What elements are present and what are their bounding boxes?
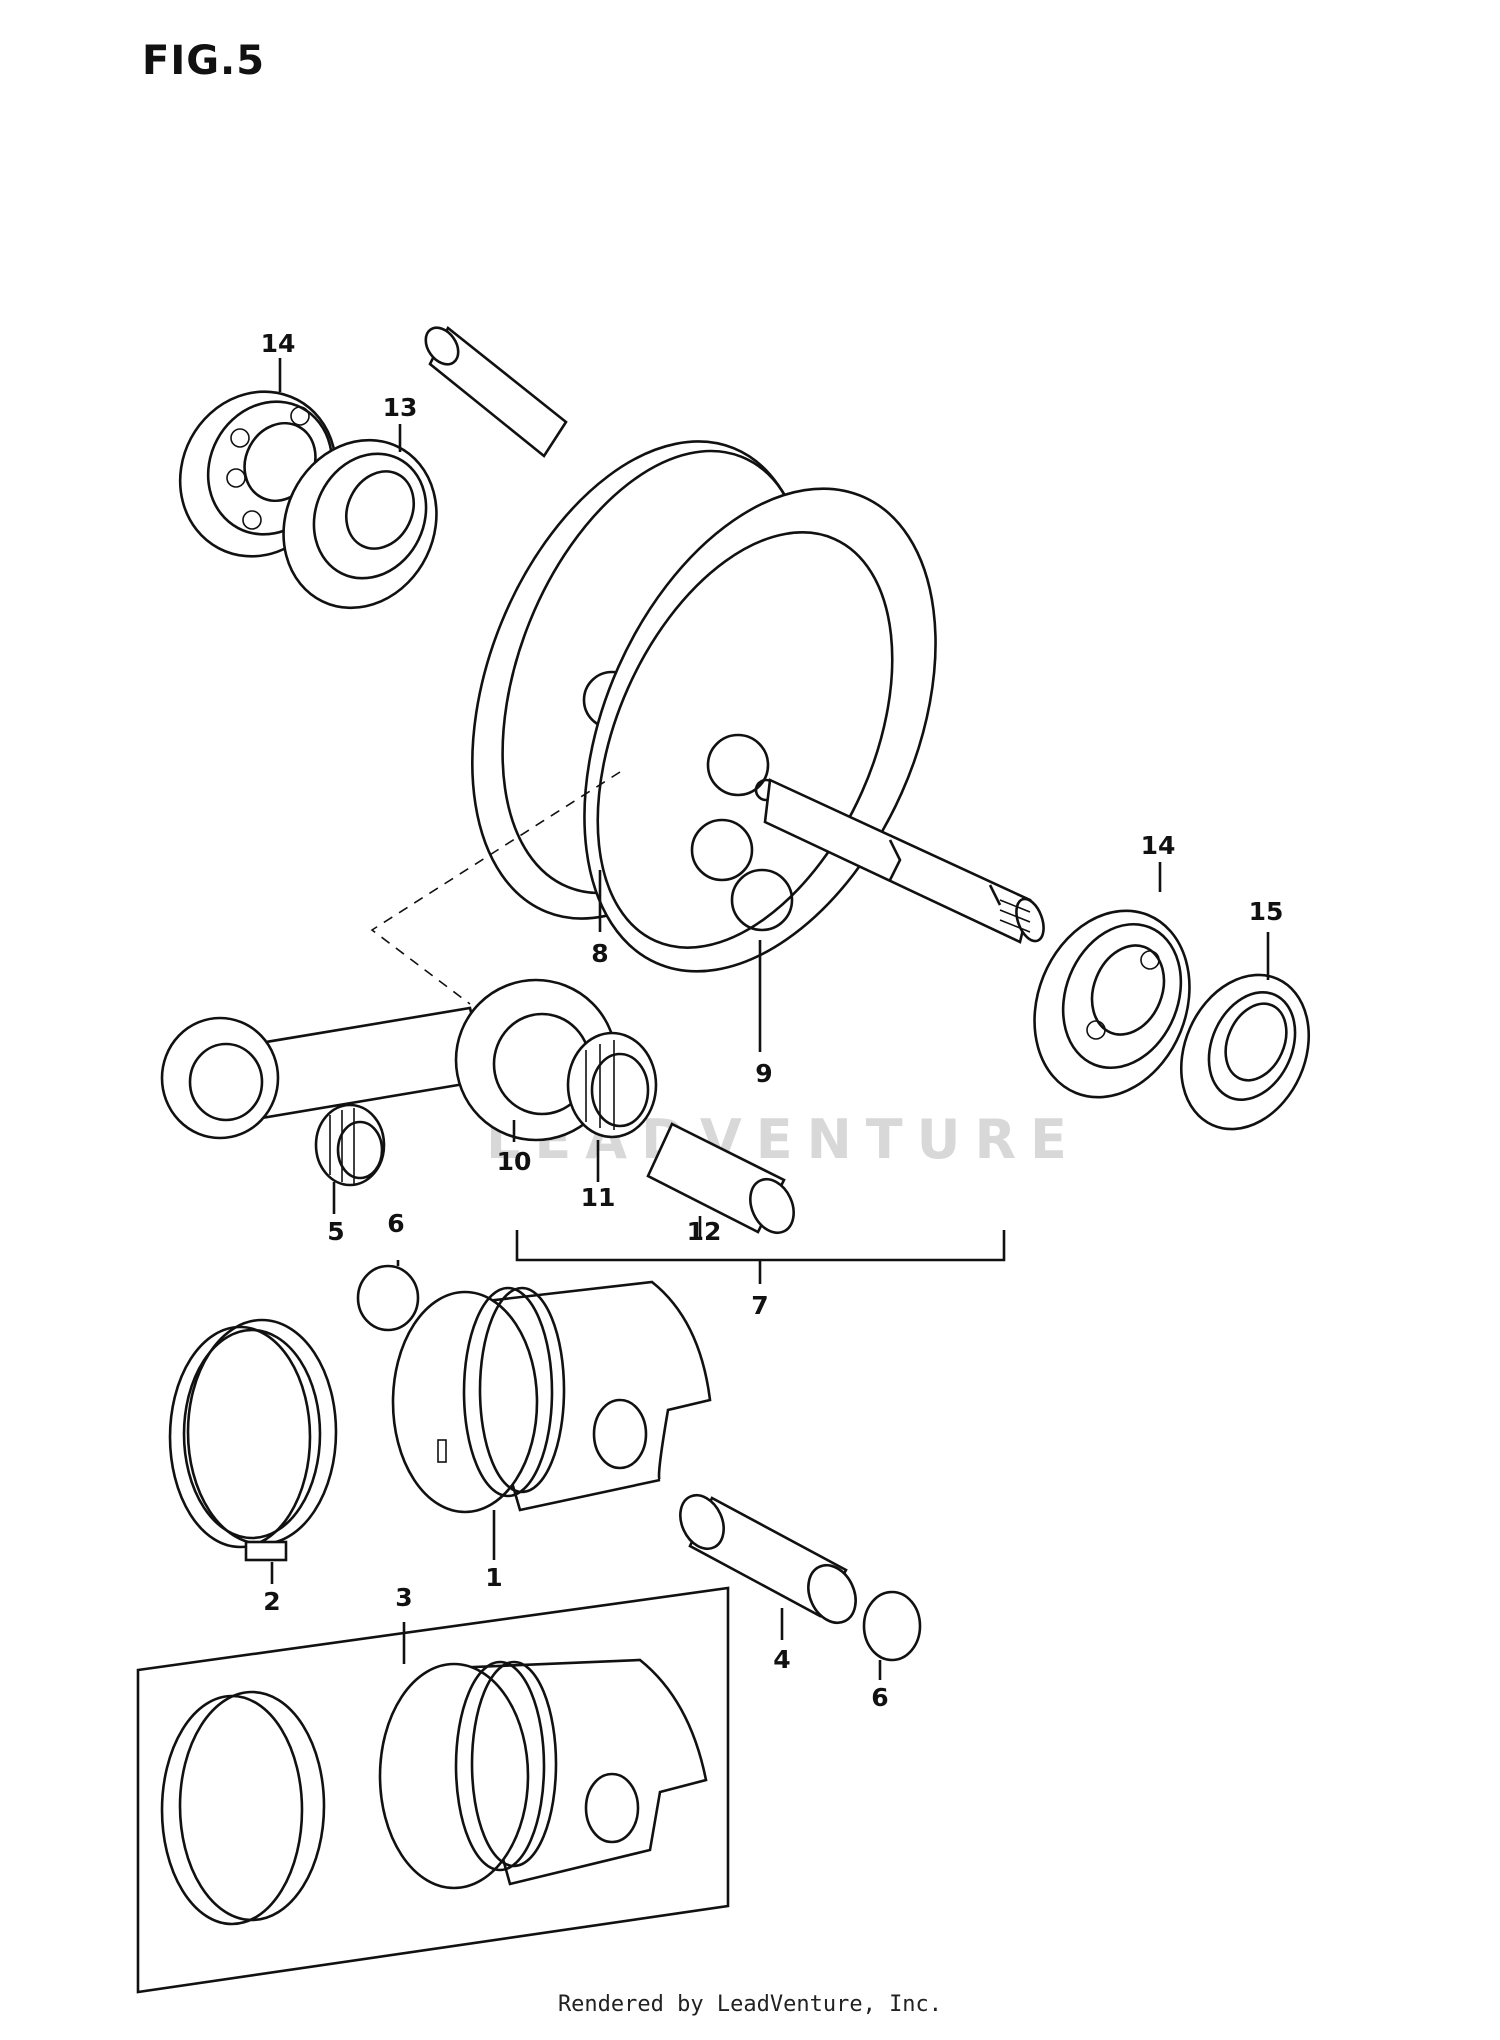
circlip-6-lower — [862, 1590, 922, 1662]
callout-13: 13 — [383, 393, 418, 422]
needle-bearing-5 — [314, 1103, 386, 1187]
callout-9: 9 — [755, 1059, 772, 1088]
piston-set-3-box — [136, 1586, 730, 1994]
callout-4: 4 — [773, 1645, 790, 1674]
callout-7: 7 — [751, 1291, 768, 1320]
needle-bearing-11 — [566, 1031, 658, 1139]
oil-seal-15 — [1179, 973, 1311, 1131]
callout-2: 2 — [263, 1587, 280, 1616]
footer-credit: Rendered by LeadVenture, Inc. — [557, 1992, 943, 2017]
callout-12: 12 — [687, 1217, 722, 1246]
crank-pin-12 — [646, 1122, 795, 1235]
bearing-14-right — [1033, 909, 1191, 1099]
figure-title: FIG.5 — [142, 38, 266, 84]
piston-pin-4 — [679, 1493, 857, 1625]
callout-1: 1 — [485, 1563, 502, 1592]
circlip-6-upper — [356, 1264, 420, 1332]
callout-11: 11 — [581, 1183, 616, 1212]
callout-3: 3 — [395, 1583, 412, 1612]
bearing-13 — [282, 438, 438, 610]
piston-rings-2 — [168, 1318, 338, 1562]
crankshaft-assembly-drawing — [424, 325, 1045, 973]
piston-1 — [391, 1280, 712, 1514]
callout-6-lower: 6 — [871, 1683, 888, 1712]
callout-10: 10 — [497, 1147, 532, 1176]
bracket-7 — [515, 1230, 1006, 1262]
callout-5: 5 — [327, 1217, 344, 1246]
leader-lines — [270, 358, 1270, 1680]
callout-15: 15 — [1249, 897, 1284, 926]
callout-14-left: 14 — [261, 329, 296, 358]
callout-6-upper: 6 — [387, 1209, 404, 1238]
callout-8: 8 — [591, 939, 608, 968]
callout-14-right: 14 — [1141, 831, 1176, 860]
